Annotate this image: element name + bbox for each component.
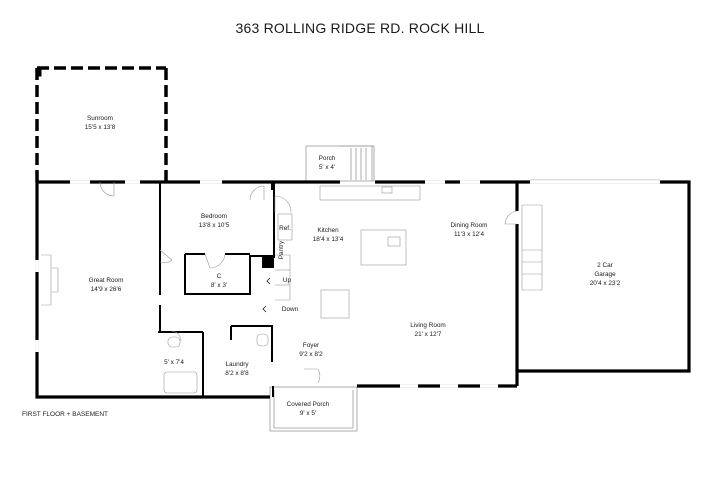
laundry-name: Laundry — [225, 361, 249, 368]
bath-size: 5' x 7'4 — [164, 359, 184, 366]
plan-title: 363 ROLLING RIDGE RD. ROCK HILL — [235, 20, 485, 36]
porch-outline — [305, 145, 375, 182]
covered-porch-outline — [269, 386, 358, 432]
up-label: Up — [283, 277, 292, 284]
exterior-walls — [35, 180, 691, 399]
covered-porch-size: 9' x 5' — [300, 410, 316, 417]
garage-name-2: Garage — [594, 271, 616, 278]
closet-size: 8' x 3' — [211, 282, 227, 289]
door-swings — [99, 181, 518, 384]
foyer-name: Foyer — [303, 342, 320, 349]
sunroom-walls — [35, 66, 168, 182]
dining-name: Dining Room — [451, 222, 488, 229]
dining-size: 11'3 x 12'4 — [454, 231, 484, 238]
fixtures — [41, 185, 543, 394]
foyer-size: 9'2 x 8'2 — [299, 351, 323, 358]
garage-name-1: 2 Car — [597, 262, 613, 269]
great-room-size: 14'9 x 26'6 — [91, 286, 122, 293]
down-label: Down — [282, 306, 299, 313]
garage-size: 20'4 x 23'2 — [590, 280, 621, 287]
bedroom-name: Bedroom — [201, 213, 227, 220]
laundry-size: 8'2 x 8'8 — [225, 370, 249, 377]
kitchen-name: Kitchen — [317, 227, 339, 234]
covered-porch-name: Covered Porch — [287, 401, 330, 408]
living-size: 21' x 12'7 — [415, 331, 442, 338]
sunroom-size: 15'5 x 13'8 — [85, 124, 116, 131]
porch-name: Porch — [319, 155, 336, 162]
bedroom-size: 13'8 x 10'5 — [199, 222, 230, 229]
ref-label: Ref. — [279, 225, 291, 232]
pantry-label: Pantry — [278, 240, 285, 259]
interior-walls — [158, 182, 518, 397]
living-name: Living Room — [410, 322, 446, 329]
windows — [35, 180, 660, 388]
closet-name: C — [217, 273, 222, 280]
porch-size: 5' x 4' — [319, 164, 335, 171]
up-arrow-icon — [266, 277, 271, 285]
floor-label: FIRST FLOOR + BASEMENT — [22, 411, 109, 418]
down-arrow-icon — [262, 305, 267, 313]
sunroom-name: Sunroom — [87, 115, 113, 122]
great-room-name: Great Room — [89, 277, 124, 284]
stair-arrows — [262, 277, 271, 313]
pantry-block — [262, 256, 274, 268]
room-labels: Sunroom 15'5 x 13'8 Porch 5' x 4' Bedroo… — [85, 115, 621, 417]
kitchen-size: 18'4 x 13'4 — [313, 236, 344, 243]
